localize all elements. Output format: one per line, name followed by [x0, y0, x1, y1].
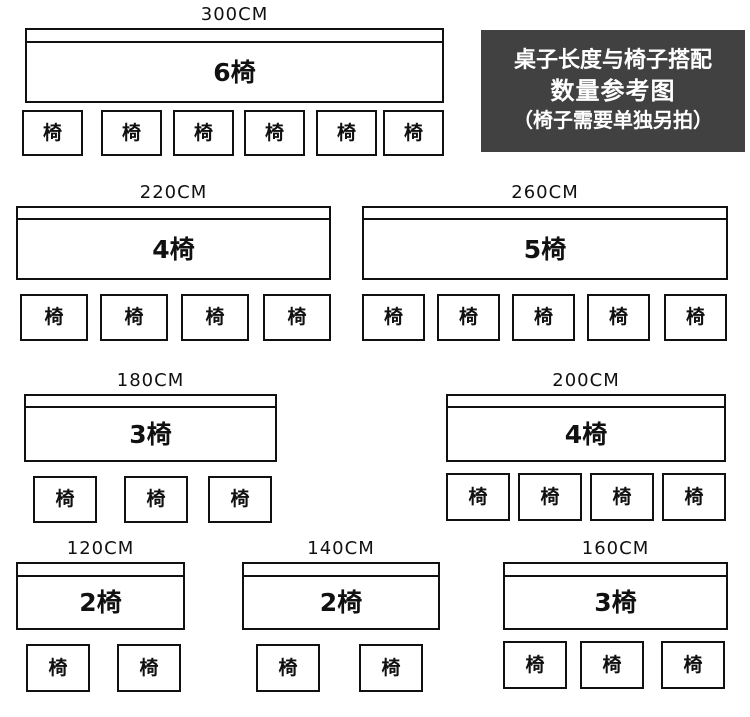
table-label-160cm: 3椅: [594, 588, 637, 617]
chair-box: 椅: [664, 294, 727, 341]
chair-label: 椅: [121, 121, 141, 144]
dimension-line-120cm: [16, 562, 185, 576]
chair-box: 椅: [437, 294, 500, 341]
chair-box: 椅: [362, 294, 425, 341]
table-200cm: 4椅: [446, 406, 726, 462]
chair-box: 椅: [518, 473, 582, 521]
table-220cm: 4椅: [16, 218, 331, 280]
chair-box: 椅: [244, 110, 305, 156]
table-label-220cm: 4椅: [152, 234, 195, 264]
table-180cm: 3椅: [24, 406, 277, 462]
dimension-line-260cm: [362, 206, 728, 220]
chair-box: 椅: [256, 644, 320, 692]
chair-box: 椅: [263, 294, 331, 341]
table-label-180cm: 3椅: [129, 419, 172, 449]
chair-box: 椅: [661, 641, 725, 689]
chair-box: 椅: [101, 110, 162, 156]
chair-label: 椅: [55, 488, 75, 510]
chair-label: 椅: [381, 656, 401, 679]
chair-box: 椅: [662, 473, 726, 521]
table-140cm: 2椅: [242, 575, 440, 630]
dimension-label-140cm: 140CM: [307, 538, 375, 559]
dimension-label-220cm: 220CM: [139, 182, 208, 203]
chair-label: 椅: [146, 488, 166, 510]
table-label-120cm: 2椅: [79, 588, 122, 617]
chair-box: 椅: [512, 294, 575, 341]
chair-label: 椅: [608, 306, 628, 328]
chair-box: 椅: [316, 110, 377, 156]
table-300cm: 6椅: [25, 41, 444, 103]
chair-label: 椅: [468, 485, 488, 508]
chair-label: 椅: [287, 306, 307, 328]
chair-box: 椅: [181, 294, 249, 341]
table-160cm: 3椅: [503, 575, 728, 630]
title-line-3: （椅子需要单独另拍）: [513, 107, 713, 132]
chair-box: 椅: [446, 473, 510, 521]
table-260cm: 5椅: [362, 218, 728, 280]
title-banner: 桌子长度与椅子搭配 数量参考图 （椅子需要单独另拍）: [481, 30, 745, 152]
dimension-line-300cm: [25, 28, 444, 42]
table-label-300cm: 6椅: [213, 57, 256, 87]
chair-box: 椅: [173, 110, 234, 156]
chair-label: 椅: [458, 306, 478, 328]
table-label-200cm: 4椅: [564, 419, 608, 449]
title-line-1: 桌子长度与椅子搭配: [513, 48, 712, 74]
table-label-140cm: 2椅: [319, 588, 363, 617]
chair-label: 椅: [205, 306, 225, 328]
chair-label: 椅: [525, 653, 545, 676]
chair-box: 椅: [33, 476, 97, 523]
chair-label: 椅: [44, 306, 64, 328]
dimension-label-300cm: 300CM: [200, 4, 269, 25]
chair-label: 椅: [336, 121, 356, 144]
chair-label: 椅: [193, 121, 213, 144]
chair-label: 椅: [602, 653, 622, 676]
chair-label: 椅: [278, 656, 298, 679]
chair-label: 椅: [683, 653, 703, 676]
chair-box: 椅: [587, 294, 650, 341]
dimension-label-200cm: 200CM: [552, 370, 620, 391]
dimension-line-140cm: [242, 562, 440, 576]
chair-box: 椅: [208, 476, 272, 523]
chair-label: 椅: [42, 121, 62, 144]
chair-box: 椅: [117, 644, 181, 692]
dimension-label-160cm: 160CM: [581, 538, 650, 559]
chair-box: 椅: [503, 641, 567, 689]
chair-label: 椅: [533, 306, 553, 328]
chair-box: 椅: [22, 110, 83, 156]
chair-label: 椅: [612, 485, 632, 508]
chair-label: 椅: [124, 306, 144, 328]
chair-label: 椅: [48, 656, 68, 679]
dimension-line-220cm: [16, 206, 331, 220]
chair-box: 椅: [124, 476, 188, 523]
chair-label: 椅: [264, 121, 284, 144]
dimension-line-160cm: [503, 562, 728, 576]
chair-label: 椅: [139, 656, 159, 679]
dimension-label-260cm: 260CM: [511, 182, 579, 203]
chair-label: 椅: [230, 488, 250, 510]
table-120cm: 2椅: [16, 575, 185, 630]
dimension-line-200cm: [446, 394, 726, 408]
chair-box: 椅: [100, 294, 168, 341]
chair-box: 椅: [359, 644, 423, 692]
table-label-260cm: 5椅: [523, 234, 567, 264]
chair-box: 椅: [383, 110, 444, 156]
dimension-label-120cm: 120CM: [66, 538, 135, 559]
chair-label: 椅: [684, 485, 704, 508]
chair-box: 椅: [590, 473, 654, 521]
chair-label: 椅: [403, 121, 423, 144]
dimension-line-180cm: [24, 394, 277, 408]
chair-label: 椅: [685, 306, 705, 328]
chair-label: 椅: [540, 485, 560, 508]
title-line-2: 数量参考图: [550, 76, 676, 105]
chair-box: 椅: [580, 641, 644, 689]
chair-label: 椅: [383, 306, 403, 328]
dimension-label-180cm: 180CM: [116, 370, 185, 391]
chair-box: 椅: [20, 294, 88, 341]
chair-box: 椅: [26, 644, 90, 692]
